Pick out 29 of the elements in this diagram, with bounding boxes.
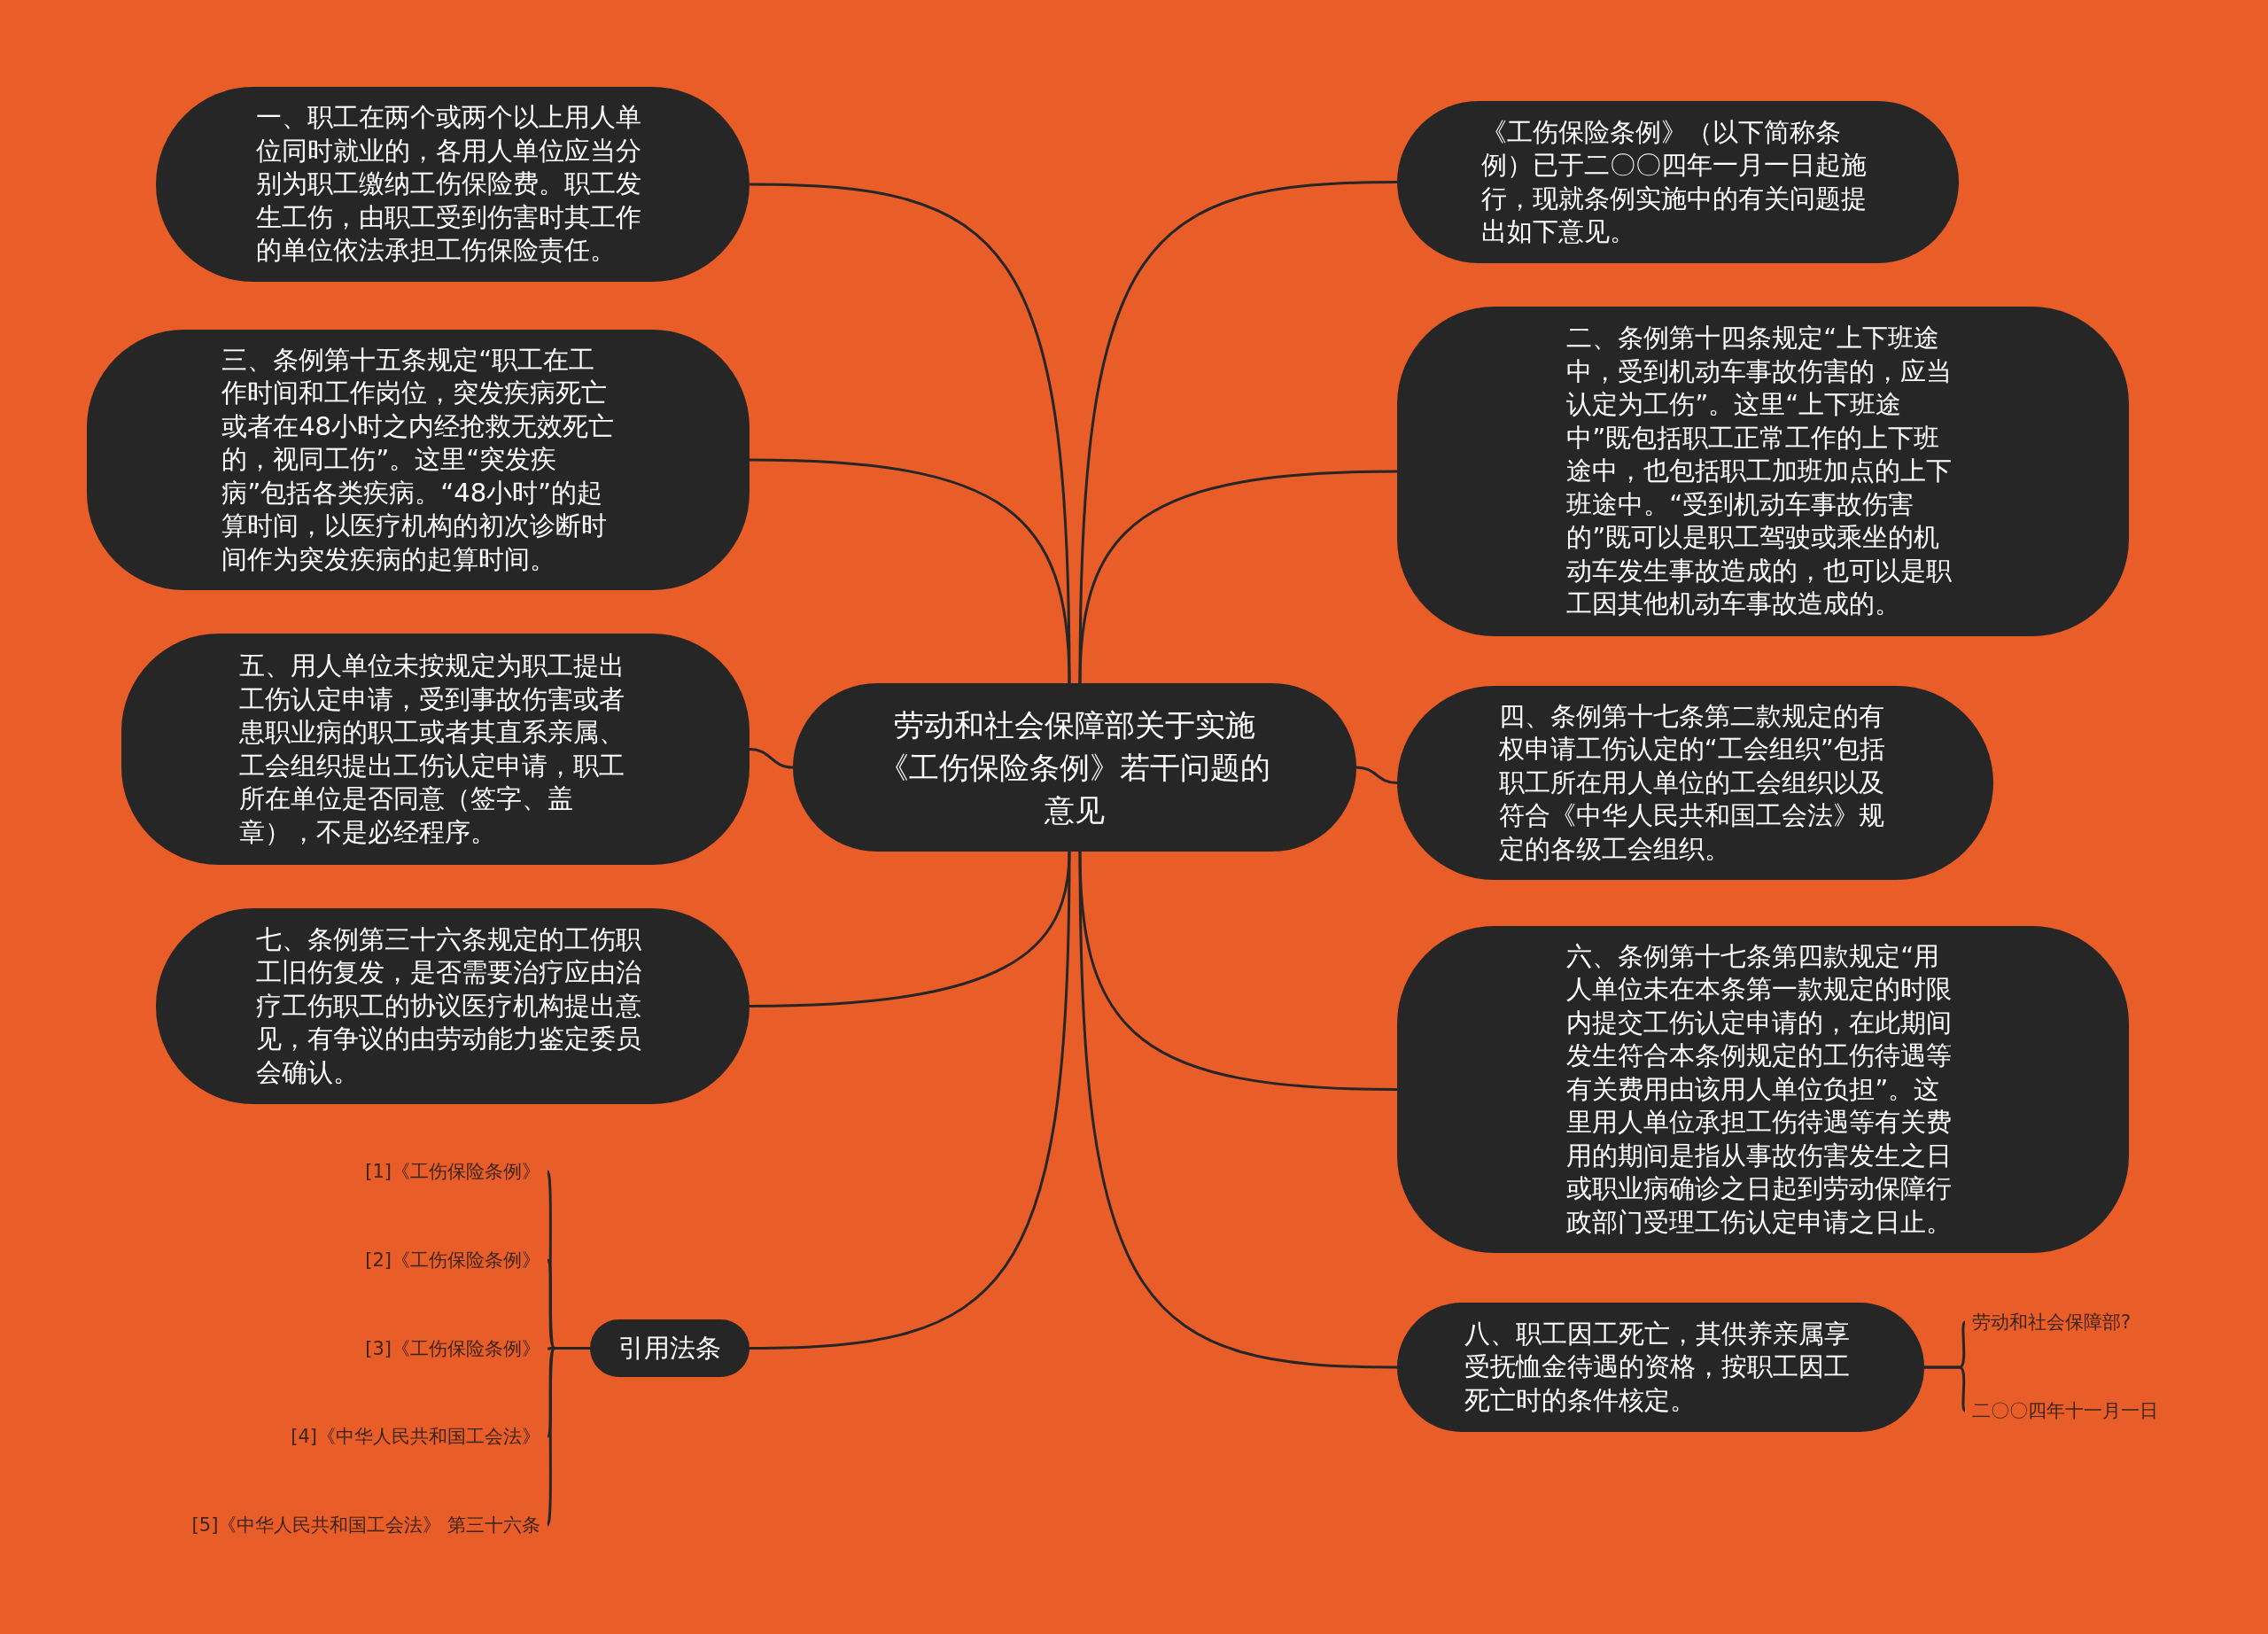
topic-text: 《工伤保险条例》（以下简称条例）已于二〇〇四年一月一日起施行，现就条例实施中的有关问题提出如下意见。 xyxy=(1481,115,1868,248)
connector-line xyxy=(749,748,794,769)
connector-line xyxy=(1078,852,1398,1369)
topic-text: 二、条例第十四条规定“上下班途中，受到机动车事故伤害的，应当认定为工伤”。这里“上下班途中”既包括职工正常工作的上下班途中，也包括职工加班加点的上下班途中。“受到机动车事故伤害的”既可以是职工驾驶或乘坐的机动车发生事故造成的，也可以是职工因其他机动车事故造成的。 xyxy=(1566,322,1953,621)
connector-line xyxy=(1078,181,1398,683)
connector-line xyxy=(1355,766,1398,784)
topic-text: 劳动和社会保障部关于实施《工伤保险条例》若干问题的意见 xyxy=(878,706,1271,829)
citation-text: [3]《工伤保险条例》 xyxy=(365,1337,540,1361)
topic-text: 七、条例第三十六条规定的工伤职工旧伤复发，是否需要治疗应由治疗工伤职工的协议医疗机构提出意见，有争议的由劳动能力鉴定委员会确认。 xyxy=(256,922,643,1089)
topic-text: 四、条例第十七条第二款规定的有权申请工伤认定的“工会组织”包括职工所在用人单位的工会组织以及符合《中华人民共和国工会法》规定的各级工会组织。 xyxy=(1498,699,1886,866)
topic-text: 五、用人单位未按规定为职工提出工伤认定申请，受到事故伤害或者患职业病的职工或者其直系亲属、工会组织提出工伤认定申请，职工所在单位是否同意（签字、盖章），不是必经程序。 xyxy=(238,650,625,849)
connector-line xyxy=(546,1347,590,1526)
citation-text: [5]《中华人民共和国工会法》 第三十六条 xyxy=(191,1513,540,1537)
topic-text: 八、职工因工死亡，其供养亲属享受抚恤金待遇的资格，按职工因工死亡时的条件核定。 xyxy=(1464,1317,1851,1417)
topic-text: 一、职工在两个或两个以上用人单位同时就业的，各用人单位应当分别为职工缴纳工伤保险费。职工发生工伤，由职工受到伤害时其工作的单位依法承担工伤保险责任。 xyxy=(256,101,643,268)
connector-line xyxy=(749,852,1071,1350)
topic-text: 引用法条 xyxy=(618,1331,721,1365)
note-text: 二〇〇四年十一月一日 xyxy=(1972,1399,2158,1423)
citation-text: [2]《工伤保险条例》 xyxy=(365,1249,540,1272)
connector-line xyxy=(749,458,1071,684)
note-text: 劳动和社会保障部? xyxy=(1972,1311,2132,1334)
topic-pill xyxy=(1397,307,2129,636)
citation-text: [4]《中华人民共和国工会法》 xyxy=(291,1425,540,1449)
topic-text: 三、条例第十五条规定“职工在工作时间和工作岗位，突发疾病死亡或者在48小时之内经抢救无效死亡的，视同工伤”。这里“突发疾病”包括各类疾病。“48小时”的起算时间，以医疗机构的初次诊断时间作为突发疾病的起算时间。 xyxy=(221,343,615,576)
citation-text: [1]《工伤保险条例》 xyxy=(365,1160,540,1184)
connector-line xyxy=(1078,470,1398,684)
connector-line xyxy=(1924,1366,1967,1412)
topic-pill xyxy=(1397,926,2129,1253)
topic-text: 六、条例第十七条第四款规定“用人单位未在本条第一款规定的时限内提交工伤认定申请的，在此期间发生符合本条例规定的工伤待遇等有关费用由该用人单位负担”。这里用人单位承担工伤待遇等有关费用的期间是指从事故伤害发生之日或职业病确诊之日起到劳动保障行政部门受理工伤认定申请之日止。 xyxy=(1566,939,1953,1239)
